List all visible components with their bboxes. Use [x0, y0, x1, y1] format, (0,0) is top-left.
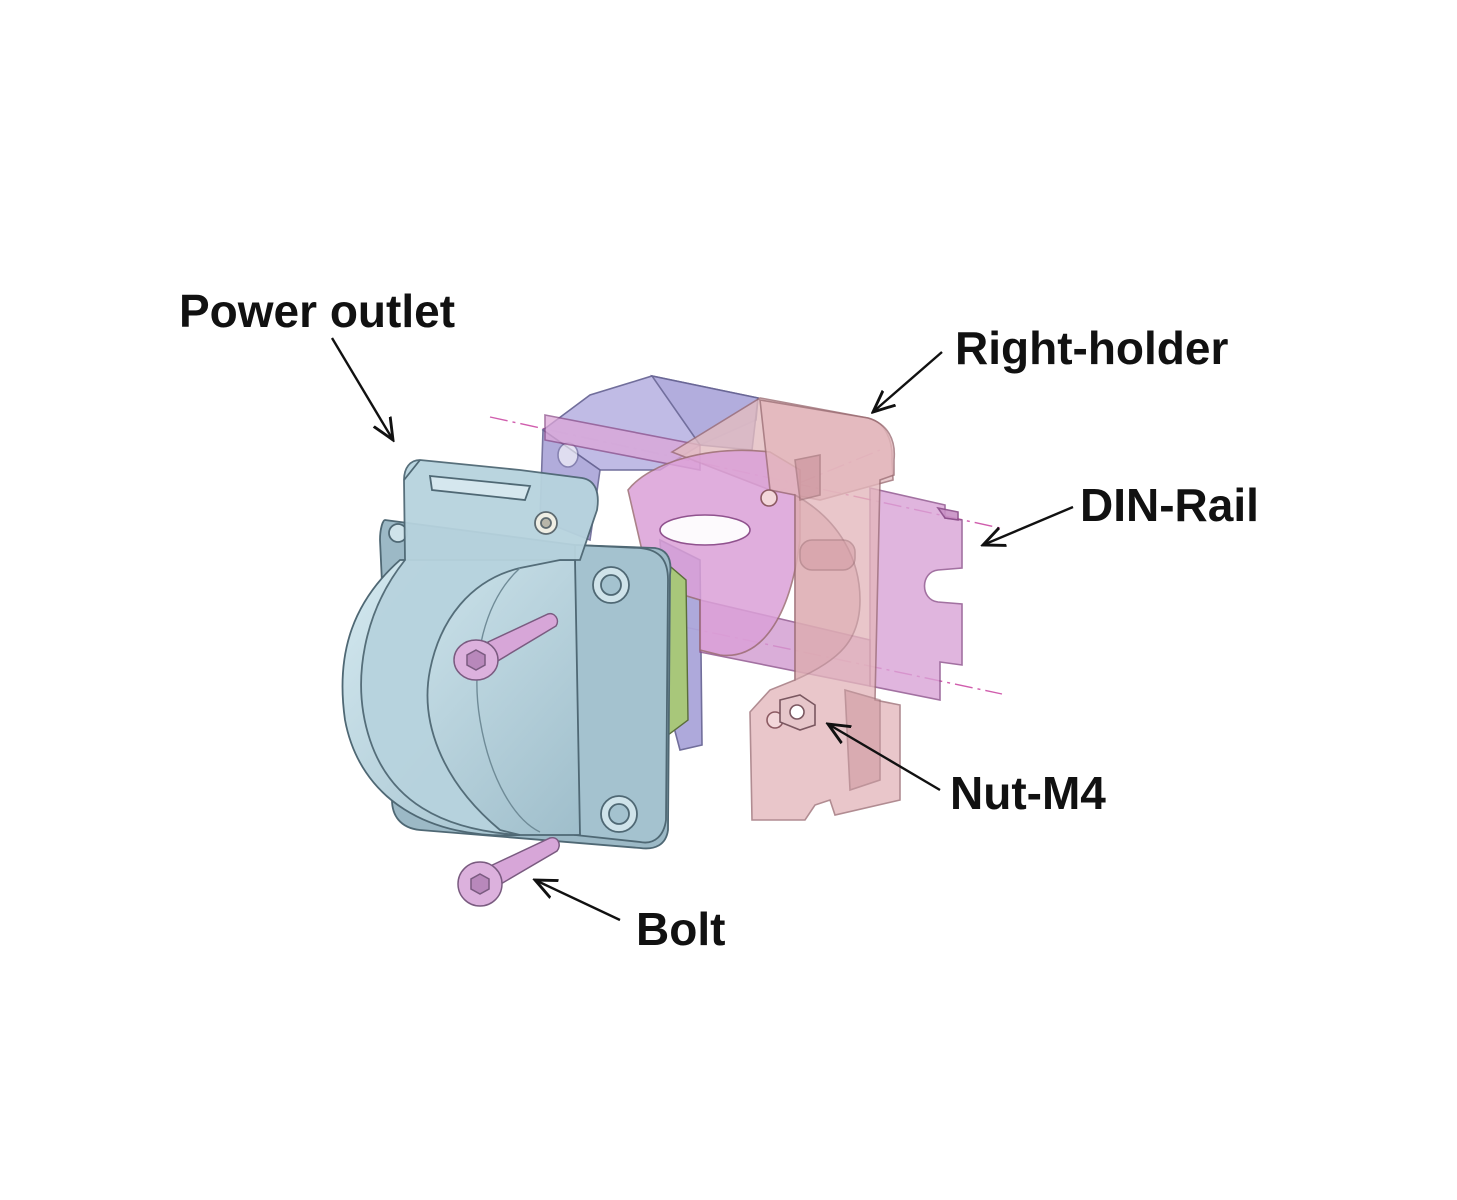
- arrow-right-holder: [873, 351, 943, 412]
- bolt-upper: [453, 612, 559, 681]
- label-right-holder: Right-holder: [955, 322, 1229, 374]
- label-power-outlet: Power outlet: [179, 285, 456, 337]
- label-nut-m4: Nut-M4: [950, 767, 1106, 819]
- arrow-din-rail: [983, 505, 1074, 545]
- arrow-bolt: [535, 880, 621, 922]
- bolt-lower: [457, 836, 560, 907]
- label-bolt: Bolt: [636, 903, 726, 955]
- leader-arrows: [330, 337, 1074, 922]
- arrow-power-outlet: [330, 337, 393, 440]
- nut-m4: [779, 694, 816, 731]
- power-outlet: [341, 459, 672, 850]
- label-din-rail: DIN-Rail: [1080, 479, 1259, 531]
- arrow-nut-m4: [828, 724, 941, 792]
